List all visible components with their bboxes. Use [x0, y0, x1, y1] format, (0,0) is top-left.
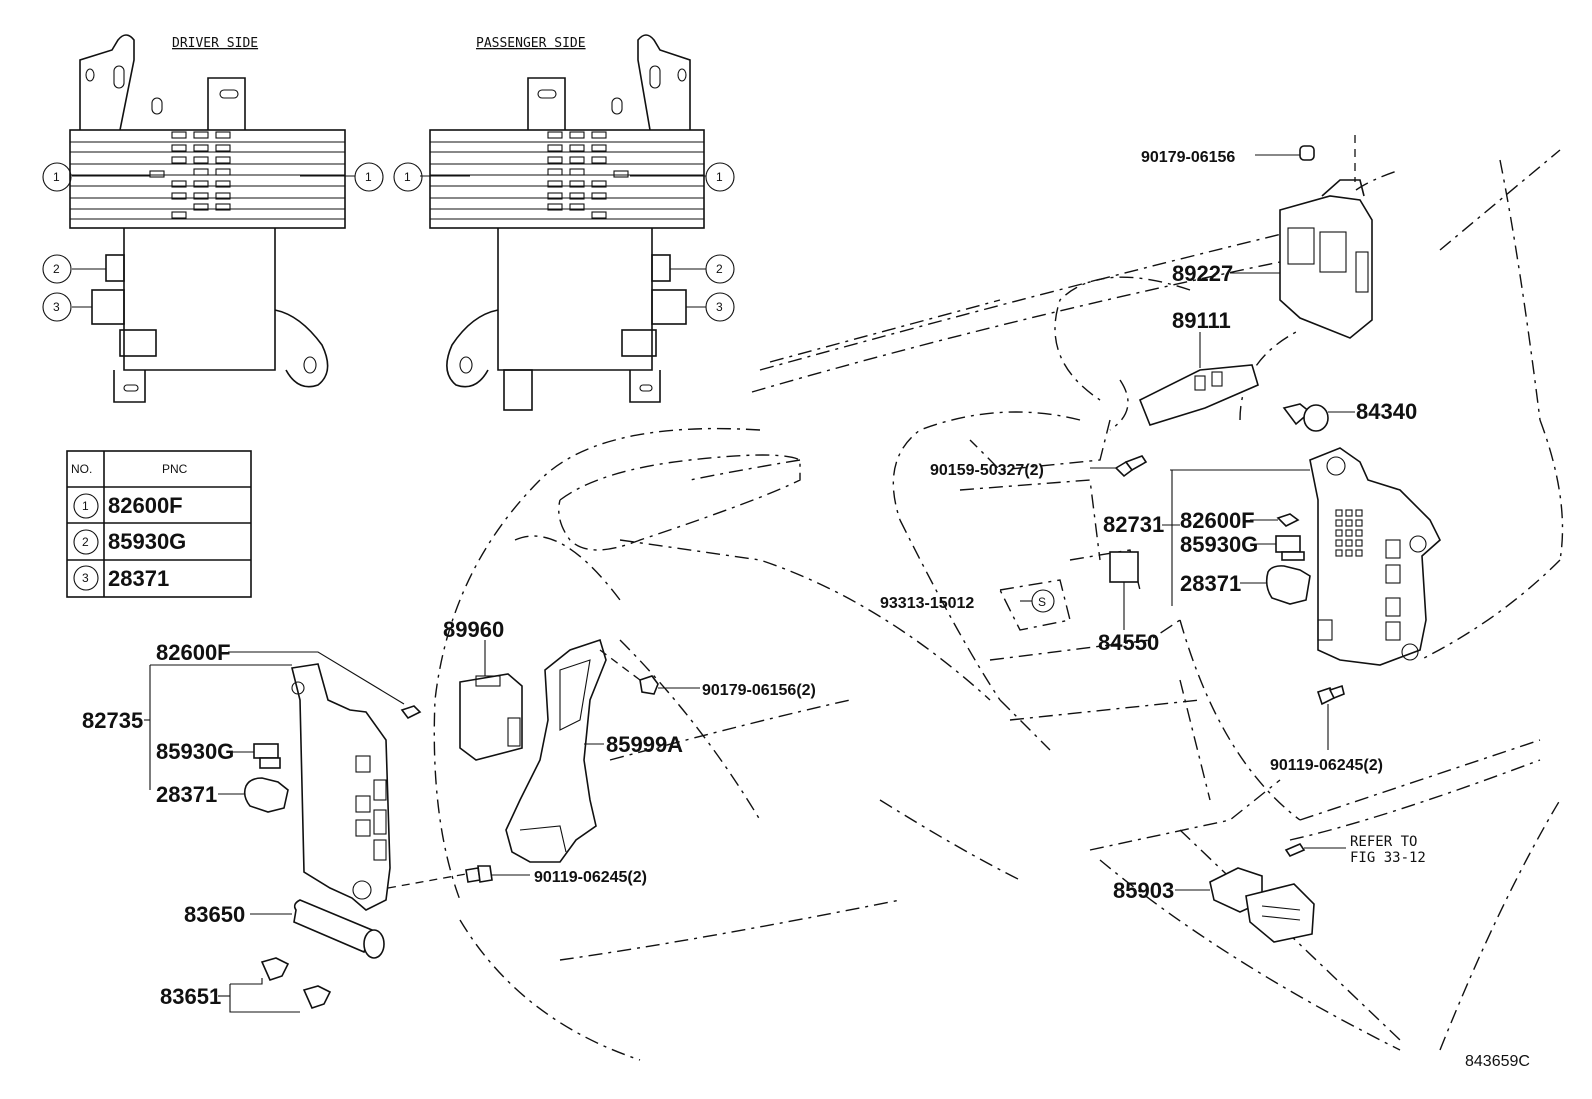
- label-85903: 85903: [1113, 878, 1174, 903]
- callout-2-a: 2: [53, 262, 60, 276]
- part-90119-06245-right: 90119-06245(2): [1270, 684, 1383, 774]
- callout-3-a: 3: [53, 300, 60, 314]
- part-85903: 85903 REFER TO FIG 33-12: [1113, 834, 1426, 943]
- driver-side-block: DRIVER SIDE: [69, 34, 346, 403]
- refer-line-2: FIG 33-12: [1350, 850, 1426, 866]
- table-row-no: 2: [82, 535, 89, 549]
- label-82600F-right: 82600F: [1180, 508, 1255, 533]
- driver-side-header: DRIVER SIDE: [172, 36, 258, 51]
- label-84340: 84340: [1356, 399, 1417, 424]
- label-83651: 83651: [160, 984, 221, 1009]
- callout-1-c: 1: [404, 170, 411, 184]
- label-90119-06245-right: 90119-06245(2): [1270, 757, 1383, 774]
- part-84550: 84550: [1098, 551, 1159, 655]
- label-85930G-right: 85930G: [1180, 532, 1258, 557]
- part-85999A-bracket: 85999A: [505, 638, 683, 863]
- refer-line-1: REFER TO: [1350, 834, 1417, 850]
- part-82600F-right: 82600F: [1180, 508, 1300, 533]
- label-90159-50327: 90159-50327(2): [930, 462, 1044, 479]
- label-28371-left: 28371: [156, 782, 217, 807]
- table-row-no: 3: [82, 571, 89, 585]
- block-callouts: 1 1 2 3 1 1 2 3: [42, 162, 735, 322]
- callout-1-b: 1: [365, 170, 372, 184]
- part-84340: 84340: [1282, 399, 1417, 432]
- part-89960: 89960: [443, 617, 523, 761]
- label-90119-06245-left: 90119-06245(2): [534, 869, 647, 886]
- part-82600F-left: 82600F: [156, 640, 422, 720]
- passenger-side-header: PASSENGER SIDE: [476, 36, 586, 51]
- part-90119-06245-left: 90119-06245(2): [387, 865, 647, 889]
- figure-number: 843659C: [1465, 1053, 1530, 1070]
- part-93313-15012: S 93313-15012: [880, 589, 1055, 613]
- part-85930G-right: 85930G: [1180, 532, 1305, 561]
- part-28371-left: 28371: [156, 777, 289, 813]
- label-90179-06156: 90179-06156: [1141, 149, 1235, 166]
- label-82731: 82731: [1103, 512, 1164, 537]
- callout-s: S: [1038, 595, 1046, 609]
- table-header-no: NO.: [71, 462, 92, 476]
- part-90159-50327: 90159-50327(2): [930, 455, 1148, 479]
- part-83650: 83650: [184, 899, 385, 959]
- label-89227: 89227: [1172, 261, 1233, 286]
- callout-1-a: 1: [53, 170, 60, 184]
- label-82735: 82735: [82, 708, 143, 733]
- part-90179-06156-top: 90179-06156: [1141, 145, 1315, 166]
- part-82735-junction-block: 82735: [82, 663, 391, 911]
- passenger-side-block: PASSENGER SIDE: [429, 34, 705, 411]
- label-85930G-left: 85930G: [156, 739, 234, 764]
- table-row-pnc: 82600F: [108, 493, 183, 518]
- label-84550: 84550: [1098, 630, 1159, 655]
- label-82600F-left: 82600F: [156, 640, 231, 665]
- label-93313-15012: 93313-15012: [880, 595, 974, 612]
- vehicle-outline: [433, 135, 1564, 1061]
- label-89111: 89111: [1172, 308, 1231, 333]
- label-83650: 83650: [184, 902, 245, 927]
- part-82731-junction-block: 82731: [1103, 447, 1441, 666]
- part-83651: 83651: [160, 957, 332, 1013]
- label-90179-06156-2: 90179-06156(2): [702, 682, 816, 699]
- part-89227-ecu: 89227: [1172, 179, 1373, 339]
- part-85930G-left: 85930G: [156, 739, 281, 769]
- table-row-pnc: 85930G: [108, 529, 186, 554]
- pnc-table: NO. PNC 1 82600F 2 85930G 3 28371: [66, 450, 252, 598]
- part-28371-right: 28371: [1180, 565, 1311, 605]
- table-row-no: 1: [82, 499, 89, 513]
- label-28371-right: 28371: [1180, 571, 1241, 596]
- callout-3-b: 3: [716, 300, 723, 314]
- label-89960: 89960: [443, 617, 504, 642]
- part-90179-06156-left: 90179-06156(2): [599, 649, 816, 699]
- callout-1-d: 1: [716, 170, 723, 184]
- label-85999A: 85999A: [606, 732, 683, 757]
- table-row-pnc: 28371: [108, 566, 169, 591]
- table-header-pnc: PNC: [162, 462, 188, 476]
- callout-2-b: 2: [716, 262, 723, 276]
- part-89111: 89111: [1138, 308, 1259, 426]
